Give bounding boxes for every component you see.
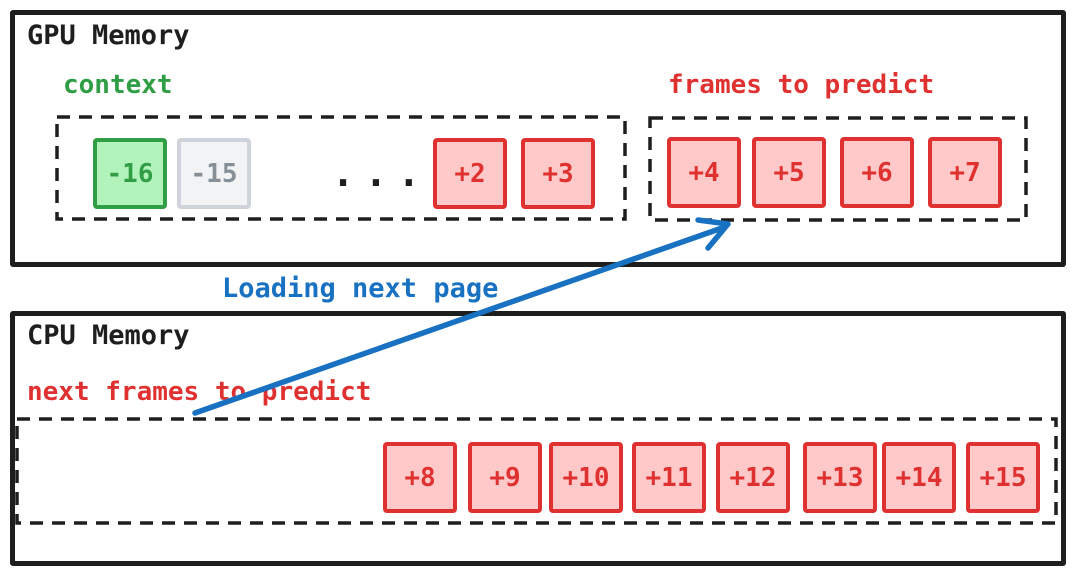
frame-cell: +7 (928, 137, 1002, 208)
frame-cell: +15 (966, 442, 1040, 513)
gpu-memory-title: GPU Memory (27, 20, 190, 51)
frame-cell: +8 (383, 442, 457, 513)
frames-dashed-border (648, 116, 1028, 222)
frame-cell: +12 (716, 442, 790, 513)
ellipsis: ... (331, 150, 431, 195)
frame-cell: +14 (882, 442, 956, 513)
frame-cell: +11 (632, 442, 706, 513)
next-frames-dashed-border (15, 417, 1058, 525)
next-frames-group: +8 +9 +10 +11 +12 +13 +14 +15 (15, 417, 1058, 525)
frame-cell: +10 (549, 442, 623, 513)
next-frames-to-predict-label: next frames to predict (27, 377, 372, 407)
frame-cell: +4 (667, 137, 741, 208)
loading-next-page-label: Loading next page (222, 273, 499, 304)
context-dashed-border (55, 115, 627, 221)
frame-cell: +3 (521, 138, 595, 209)
frame-cell: +2 (433, 138, 507, 209)
frame-cell: -16 (93, 138, 167, 209)
context-group: -16 -15 ... +2 +3 (55, 115, 627, 221)
frame-cell: +9 (468, 442, 542, 513)
frame-cell: +5 (752, 137, 826, 208)
frame-cell: +13 (803, 442, 877, 513)
frame-cell: -15 (177, 138, 251, 209)
context-label: context (63, 70, 173, 100)
frames-to-predict-group: +4 +5 +6 +7 (648, 116, 1028, 222)
frames-to-predict-label: frames to predict (668, 70, 935, 100)
cpu-memory-title: CPU Memory (27, 320, 190, 351)
frame-cell: +6 (840, 137, 914, 208)
